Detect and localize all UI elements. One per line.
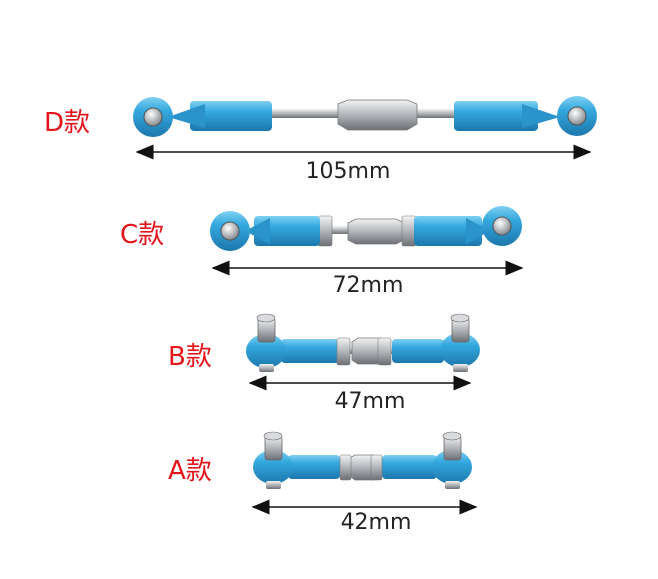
variant-label-d: D款 [44,108,91,138]
rod-b-right-barrel [392,339,444,363]
rod-a-right-barrel [382,455,437,479]
rod-c-left-barrel [254,216,320,246]
rod-d [133,96,597,160]
rod-a-left-barrel [288,455,340,479]
length-label-b: 47mm [334,389,406,414]
length-label-c: 72mm [332,273,404,298]
rod-b-left-barrel [281,339,339,363]
rod-b-left-rod-end [246,334,286,368]
rod-c [210,206,524,276]
rod-c-left-nut [317,215,333,247]
length-label-d: 105mm [305,159,391,184]
variant-label-c: C款 [120,220,165,250]
variant-label-b: B款 [168,342,212,372]
rod-d-left-barrel [190,101,272,131]
rod-b [246,313,480,391]
variant-label-a: A款 [168,456,212,486]
rod-d-right-barrel [454,101,538,131]
rod-a-right-rod-end [432,450,472,484]
rod-b-right-rod-end [440,333,480,367]
rod-c-hex-sleeve [347,218,405,245]
rod-a-left-rod-end [253,450,293,484]
rod-d-hex-sleeve [337,99,418,131]
length-label-a: 42mm [340,510,412,535]
rod-c-right-barrel [414,216,482,246]
rod-c-right-nut [401,215,417,247]
rod-a [251,431,478,515]
